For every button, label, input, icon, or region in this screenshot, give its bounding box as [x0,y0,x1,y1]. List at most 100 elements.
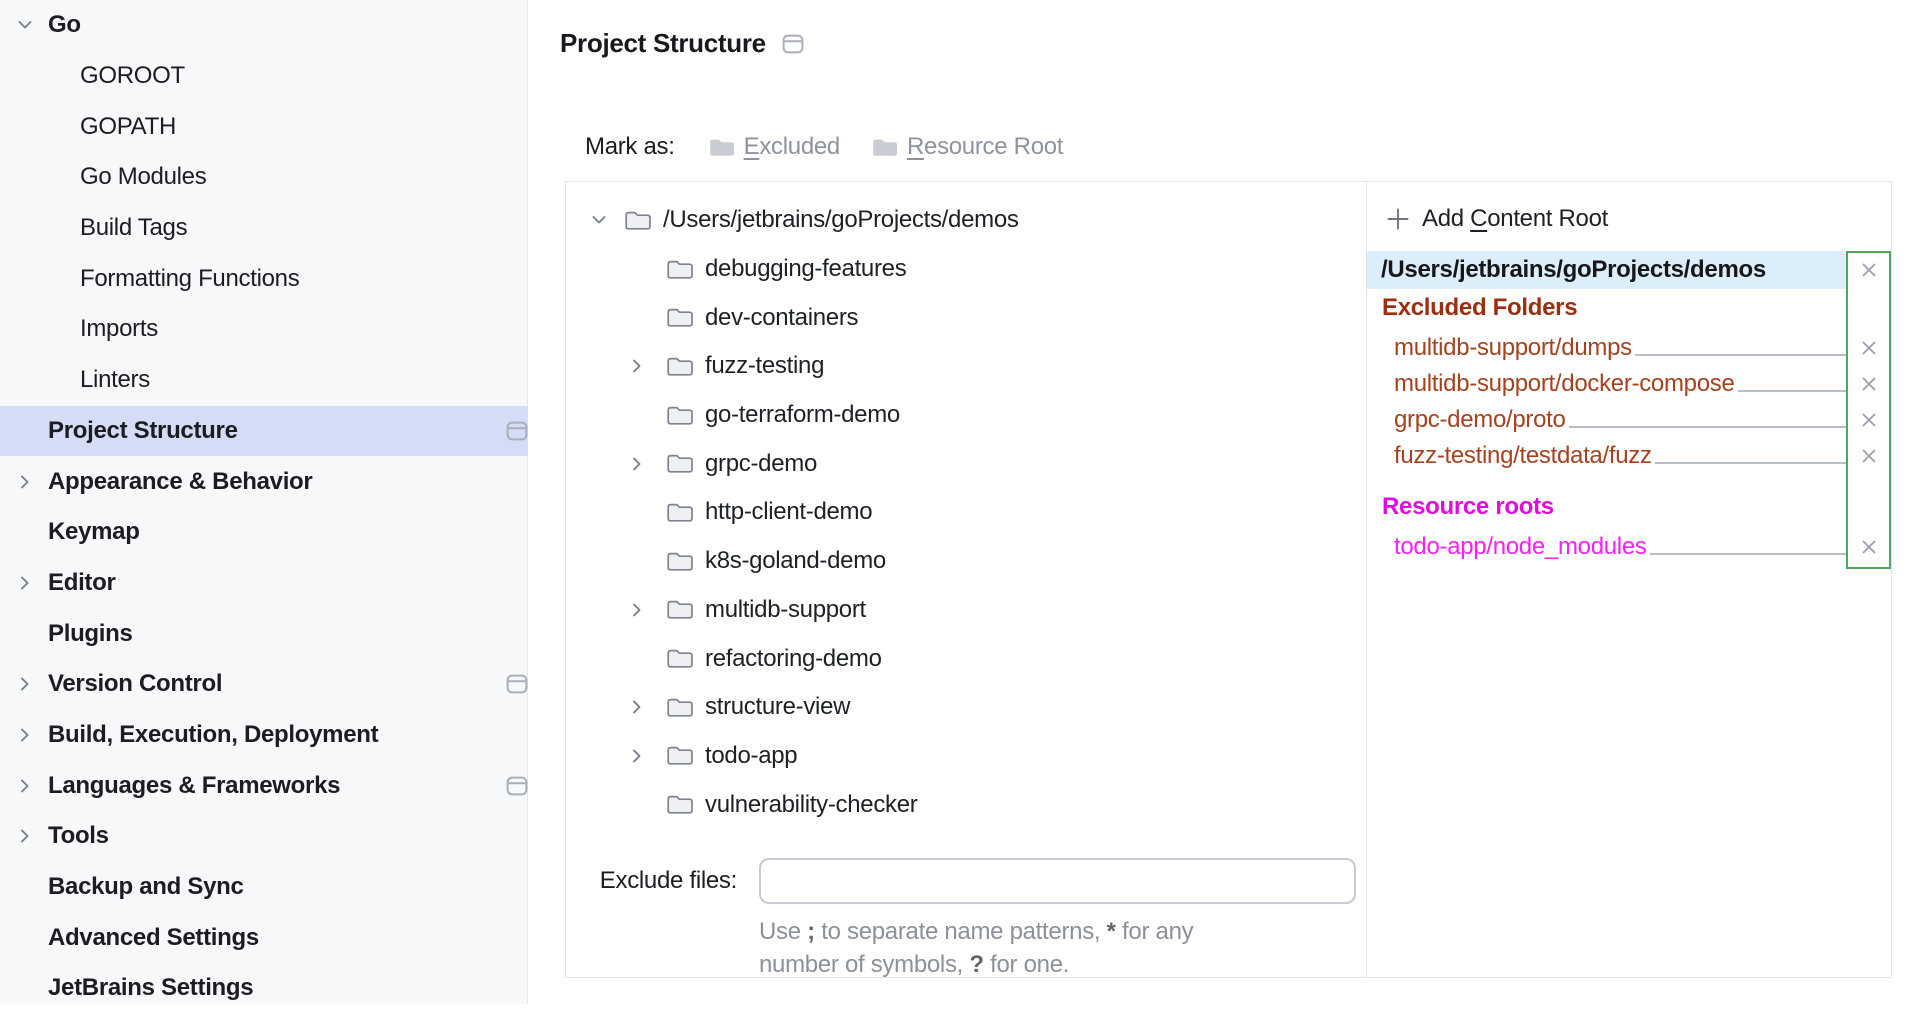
tree-item-refactoring-demo[interactable]: refactoring-demo [566,634,1366,683]
chevron-right-icon[interactable] [626,355,666,377]
leader-line [1649,553,1846,555]
leader-line [1654,462,1846,464]
remove-column-box [1846,251,1891,569]
mark-button-label: Excluded [743,133,841,160]
remove-button[interactable] [1854,402,1884,438]
tree-item-users-jetbrains-goprojects-demos[interactable]: /Users/jetbrains/goProjects/demos [566,196,1366,245]
sidebar-item-label: Build Tags [80,214,188,242]
tree-item-structure-view[interactable]: structure-view [566,683,1366,732]
sidebar-item-version-control[interactable]: Version Control [0,659,541,710]
roots-detail-panel: Add Content Root/Users/jetbrains/goProje… [1367,182,1891,977]
sidebar-item-go-modules[interactable]: Go Modules [0,152,607,203]
sidebar-item-plugins[interactable]: Plugins [0,608,541,659]
excluded-folder-item-multidb-support-dumps[interactable]: multidb-support/dumps [1394,330,1846,366]
tree-item-go-terraform-demo[interactable]: go-terraform-demo [566,391,1366,440]
chevron-right-icon[interactable] [14,471,36,493]
remove-button[interactable] [1854,529,1884,565]
sidebar-item-build-tags[interactable]: Build Tags [0,203,607,254]
resource-root-item-todo-app-node-modules[interactable]: todo-app/node_modules [1394,529,1846,565]
chevron-down-icon[interactable] [14,14,36,36]
tree-item-vulnerability-checker[interactable]: vulnerability-checker [566,780,1366,829]
sidebar-item-label: Build, Execution, Deployment [48,720,379,748]
sidebar-item-tools[interactable]: Tools [0,811,541,862]
mark-as-toolbar: Mark as: Excluded Resource Root [585,125,1063,169]
sidebar-item-label: Appearance & Behavior [48,467,313,495]
sidebar-item-label: GOPATH [80,112,176,140]
folder-icon [666,793,693,816]
remove-button[interactable] [1854,330,1884,366]
chevron-right-icon[interactable] [626,599,666,621]
remove-button[interactable] [1854,251,1884,289]
tree-item-label: fuzz-testing [705,352,825,380]
chevron-right-icon[interactable] [626,453,666,475]
tree-item-debugging-features[interactable]: debugging-features [566,245,1366,294]
folder-icon [666,647,693,670]
plus-icon [1385,206,1411,232]
content-root-item[interactable]: /Users/jetbrains/goProjects/demos [1367,251,1846,289]
tree-item-todo-app[interactable]: todo-app [566,732,1366,781]
sidebar-item-editor[interactable]: Editor [0,558,541,609]
tree-item-multidb-support[interactable]: multidb-support [566,586,1366,635]
sidebar-item-label: GOROOT [80,62,185,90]
mark-as-label: Mark as: [585,133,675,160]
sidebar-item-label: JetBrains Settings [48,974,254,1002]
excluded-folders-heading: Excluded Folders [1382,294,1578,321]
chevron-right-icon[interactable] [14,724,36,746]
resource-roots-heading: Resource roots [1382,493,1554,520]
sidebar-item-project-structure[interactable]: Project Structure [0,405,541,457]
sidebar-item-imports[interactable]: Imports [0,304,607,355]
tree-item-fuzz-testing[interactable]: fuzz-testing [566,342,1366,391]
sidebar-item-formatting-functions[interactable]: Formatting Functions [0,253,607,304]
tree-item-label: refactoring-demo [705,644,882,672]
tree-item-dev-containers[interactable]: dev-containers [566,293,1366,342]
sidebar-item-advanced-settings[interactable]: Advanced Settings [0,912,541,963]
exclude-files-hint: Use ; to separate name patterns, * for a… [759,918,1194,978]
exclude-files-label: Exclude files: [599,867,738,894]
sidebar-item-label: Keymap [48,518,140,546]
chevron-down-icon[interactable] [588,209,624,231]
sidebar-item-keymap[interactable]: Keymap [0,507,541,558]
folder-icon [666,258,693,281]
sidebar-item-label: Backup and Sync [48,873,244,901]
sidebar-item-languages-frameworks[interactable]: Languages & Frameworks [0,760,541,811]
tree-item-label: multidb-support [705,595,866,623]
item-path: todo-app/node_modules [1394,533,1647,560]
exclude-files-input[interactable] [759,858,1356,904]
sidebar-item-appearance-behavior[interactable]: Appearance & Behavior [0,456,541,507]
add-content-root-button[interactable]: Add Content Root [1385,197,1608,241]
sidebar-item-backup-and-sync[interactable]: Backup and Sync [0,862,541,913]
chevron-right-icon[interactable] [14,673,36,695]
chevron-right-icon[interactable] [14,825,36,847]
chevron-right-icon[interactable] [626,696,666,718]
sidebar-item-linters[interactable]: Linters [0,355,607,406]
excluded-folder-item-multidb-support-docker-compose[interactable]: multidb-support/docker-compose [1394,366,1846,402]
folder-icon [708,136,735,159]
remove-button[interactable] [1854,366,1884,402]
tree-item-grpc-demo[interactable]: grpc-demo [566,439,1366,488]
leader-line [1568,426,1846,428]
tree-item-label: /Users/jetbrains/goProjects/demos [663,206,1019,234]
mark-excluded-button[interactable]: Excluded [708,133,840,161]
sidebar-item-jetbrains-settings[interactable]: JetBrains Settings [0,963,541,1014]
excluded-folder-item-fuzz-testing-testdata-fuzz[interactable]: fuzz-testing/testdata/fuzz [1394,438,1846,474]
chevron-right-icon[interactable] [14,572,36,594]
tree-item-label: http-client-demo [705,498,873,526]
chevron-right-icon[interactable] [626,745,666,767]
tree-item-http-client-demo[interactable]: http-client-demo [566,488,1366,537]
remove-button[interactable] [1854,438,1884,474]
mark-resource-root-button[interactable]: Resource Root [871,133,1063,161]
sidebar-item-go[interactable]: Go [0,0,541,51]
sidebar-item-goroot[interactable]: GOROOT [0,51,607,102]
sidebar-item-build-execution-deployment[interactable]: Build, Execution, Deployment [0,710,541,761]
sidebar-item-label: Go Modules [80,163,207,191]
excluded-folder-item-grpc-demo-proto[interactable]: grpc-demo/proto [1394,402,1846,438]
sidebar-item-label: Go [48,11,81,39]
tree-item-k8s-goland-demo[interactable]: k8s-goland-demo [566,537,1366,586]
add-content-root-label: Add Content Root [1422,205,1609,232]
sidebar-item-label: Advanced Settings [48,923,259,951]
chevron-right-icon[interactable] [14,775,36,797]
sidebar-item-gopath[interactable]: GOPATH [0,101,607,152]
tree-item-label: k8s-goland-demo [705,547,886,575]
